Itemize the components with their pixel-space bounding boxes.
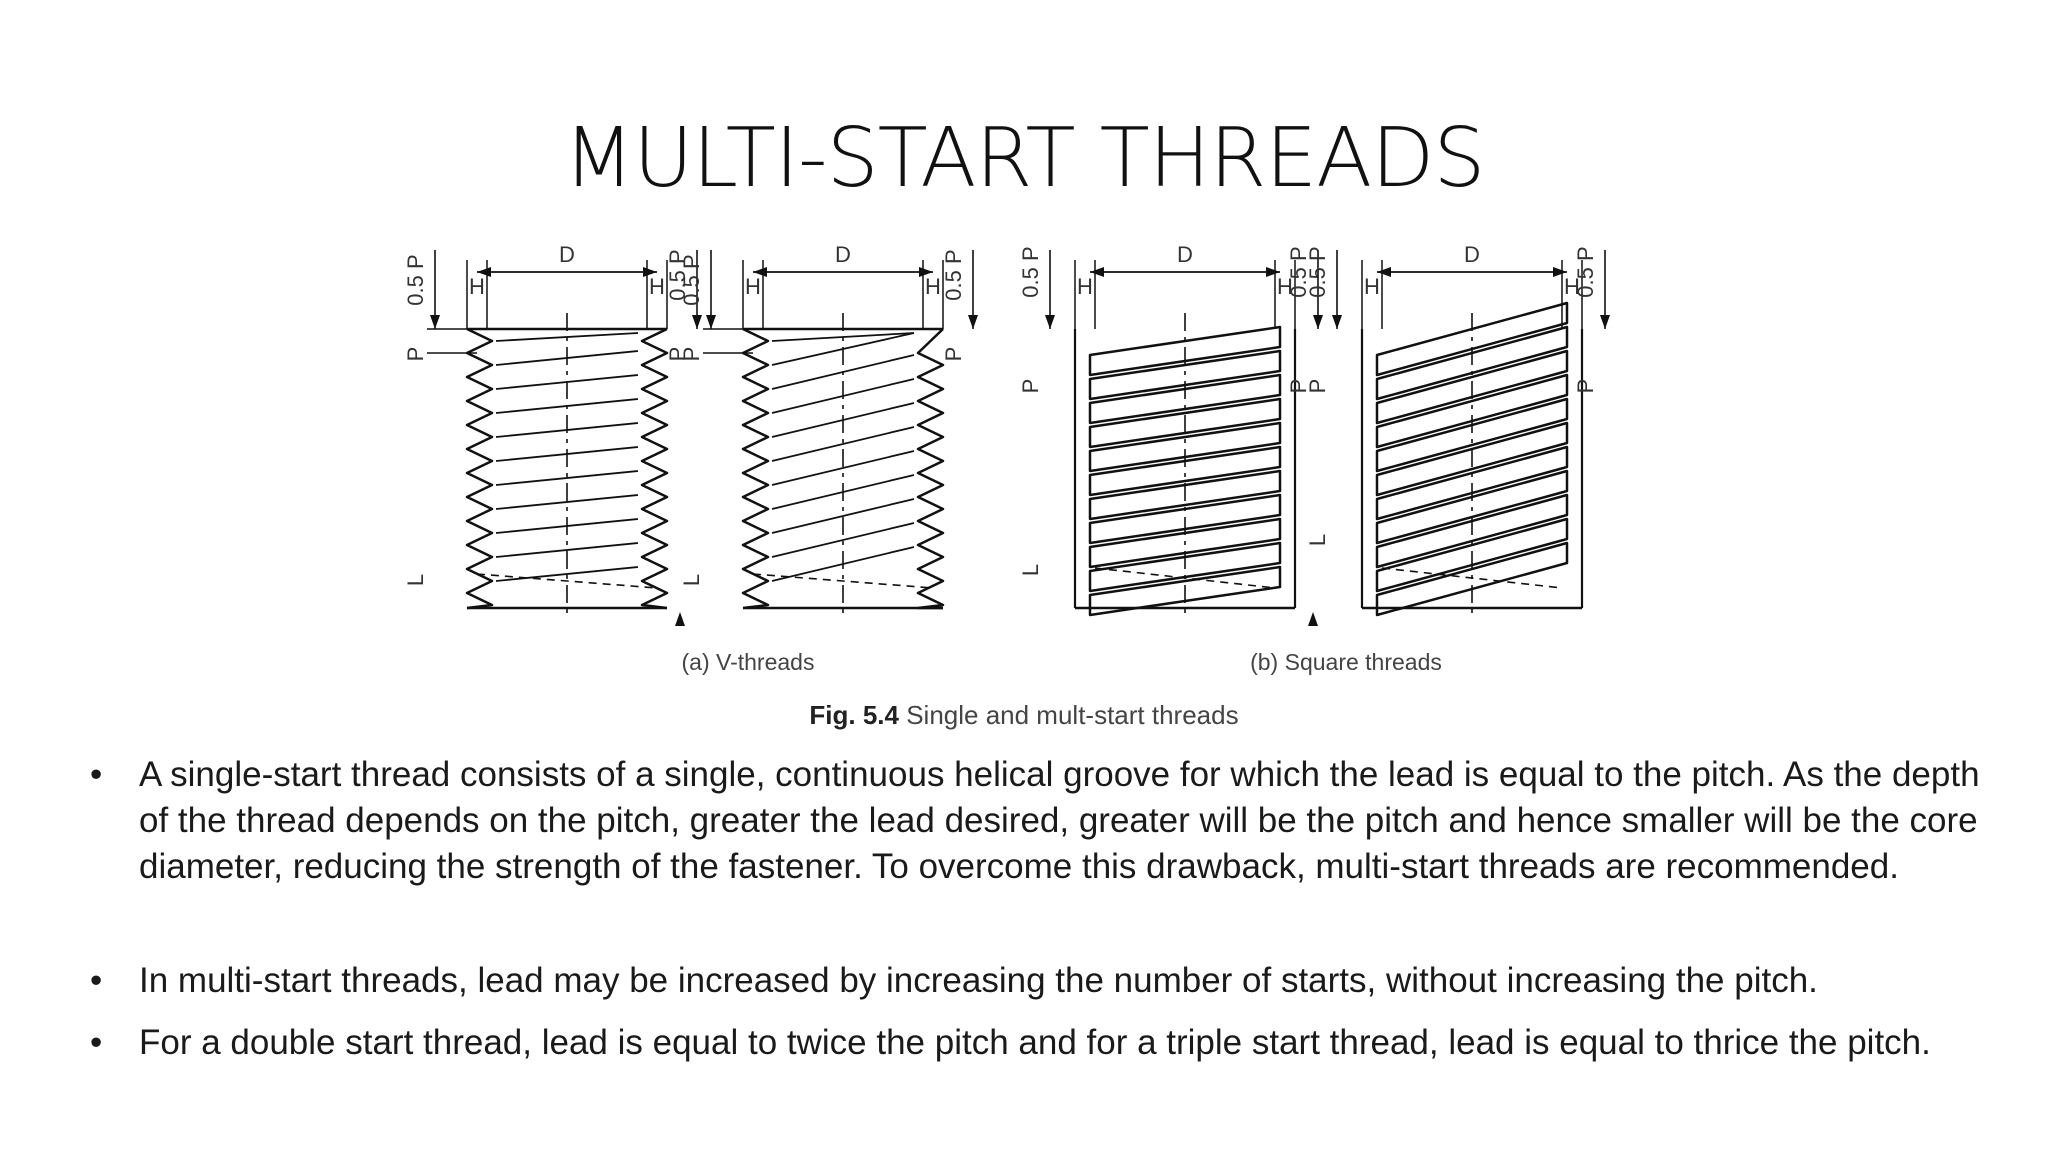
helix-line xyxy=(771,426,915,462)
arrowhead xyxy=(675,612,685,626)
square-thread-band xyxy=(1088,469,1282,521)
label-pitch: P xyxy=(941,347,966,362)
helix-line xyxy=(495,566,639,582)
square-thread-band xyxy=(1375,421,1569,497)
bullet-item: • For a double start thread, lead is equ… xyxy=(90,1020,1990,1066)
square-thread-band xyxy=(1088,325,1282,377)
arrowhead xyxy=(1332,315,1342,329)
square-thread-band xyxy=(1088,493,1282,545)
label-half-pitch: 0.5 P xyxy=(1305,246,1330,297)
bullet-text: In multi-start threads, lead may be incr… xyxy=(139,961,1818,1000)
label-h: H xyxy=(1564,274,1580,299)
square-thread-band xyxy=(1088,445,1282,497)
label-diameter: D xyxy=(835,242,851,267)
bullet-item: • In multi-start threads, lead may be in… xyxy=(90,958,1990,1004)
label-pitch: P xyxy=(1573,379,1598,394)
label-lead: L xyxy=(403,574,428,586)
square-thread-band xyxy=(1375,517,1569,593)
label-h: H xyxy=(745,274,761,299)
lead-dash xyxy=(1381,567,1563,589)
arrowhead xyxy=(1600,315,1610,329)
arrowhead xyxy=(430,315,440,329)
label-half-pitch: 0.5 P xyxy=(665,249,690,300)
square-thread-band xyxy=(1375,445,1569,521)
figure-caption-text: Single and mult-start threads xyxy=(906,700,1239,730)
lead-dash xyxy=(1094,567,1276,589)
square-thread-band xyxy=(1375,373,1569,449)
lead-dash xyxy=(476,573,658,589)
label-h: H xyxy=(1364,274,1380,299)
label-diameter: D xyxy=(559,242,575,267)
square-thread-band xyxy=(1088,541,1282,593)
arrowhead xyxy=(968,315,978,329)
thread-profile-right xyxy=(916,328,945,610)
label-h: H xyxy=(1277,274,1293,299)
arrowhead xyxy=(1045,315,1055,329)
label-pitch: P xyxy=(403,347,428,362)
square-thread-band xyxy=(1375,349,1569,425)
thread-profile-left xyxy=(741,327,770,610)
label-diameter: D xyxy=(1177,242,1193,267)
helix-line xyxy=(771,498,915,534)
label-half-pitch: 0.5 P xyxy=(403,254,428,305)
arrowhead xyxy=(1313,315,1323,329)
square-thread-band xyxy=(1088,397,1282,449)
arrowhead xyxy=(1553,267,1567,277)
label-lead: L xyxy=(1018,564,1043,576)
label-half-pitch: 0.5 P xyxy=(1573,246,1598,297)
figure-number: Fig. 5.4 xyxy=(809,700,899,730)
label-h: H xyxy=(469,274,485,299)
arrowhead xyxy=(1377,267,1391,277)
helix-line xyxy=(495,470,639,486)
lead-dash xyxy=(752,573,934,589)
arrowhead xyxy=(1308,612,1318,626)
label-pitch: P xyxy=(1286,379,1311,394)
helix-line xyxy=(495,542,639,558)
square-thread-band xyxy=(1088,373,1282,425)
thread-profile-left xyxy=(465,327,494,610)
label-diameter: D xyxy=(1464,242,1480,267)
sub-caption-square-threads: (b) Square threads xyxy=(1250,649,1442,675)
bullet-text: For a double start thread, lead is equal… xyxy=(139,1023,1931,1062)
square-thread-band xyxy=(1088,517,1282,569)
label-lead: L xyxy=(1305,534,1330,546)
label-pitch: P xyxy=(1305,379,1330,394)
arrowhead xyxy=(692,315,702,329)
label-h: H xyxy=(649,274,665,299)
square-thread-band xyxy=(1375,301,1569,377)
slide-title: MULTI-START THREADS xyxy=(563,111,1486,206)
label-h: H xyxy=(1077,274,1093,299)
bullet-marker: • xyxy=(90,961,103,1000)
square-thread-band xyxy=(1088,349,1282,401)
label-pitch: P xyxy=(1018,379,1043,394)
thread-profile-right xyxy=(640,327,669,610)
bullet-marker: • xyxy=(90,755,103,794)
arrowhead xyxy=(1090,267,1104,277)
label-half-pitch: 0.5 P xyxy=(1286,246,1311,297)
bullet-marker: • xyxy=(90,1023,103,1062)
arrowhead xyxy=(1266,267,1280,277)
label-lead: L xyxy=(679,574,704,586)
helix-line xyxy=(771,450,915,486)
square-thread-band xyxy=(1375,493,1569,569)
label-half-pitch: 0.5 P xyxy=(679,254,704,305)
bullet-item: • A single-start thread consists of a si… xyxy=(90,752,1990,890)
square-thread-band xyxy=(1375,469,1569,545)
label-half-pitch: 0.5 P xyxy=(1018,246,1043,297)
sub-caption-v-threads: (a) V-threads xyxy=(682,649,815,675)
square-thread-band xyxy=(1375,397,1569,473)
bullet-text: A single-start thread consists of a sing… xyxy=(139,755,1980,886)
label-h: H xyxy=(925,274,941,299)
arrowhead xyxy=(706,315,716,329)
square-thread-band xyxy=(1375,325,1569,401)
label-half-pitch: 0.5 P xyxy=(941,249,966,300)
helix-line xyxy=(495,494,639,510)
label-pitch: P xyxy=(665,347,690,362)
helix-line xyxy=(771,522,915,558)
square-thread-band xyxy=(1088,421,1282,473)
label-pitch: P xyxy=(679,347,704,362)
figure-caption: Fig. 5.4 Single and mult-start threads xyxy=(0,700,2048,731)
